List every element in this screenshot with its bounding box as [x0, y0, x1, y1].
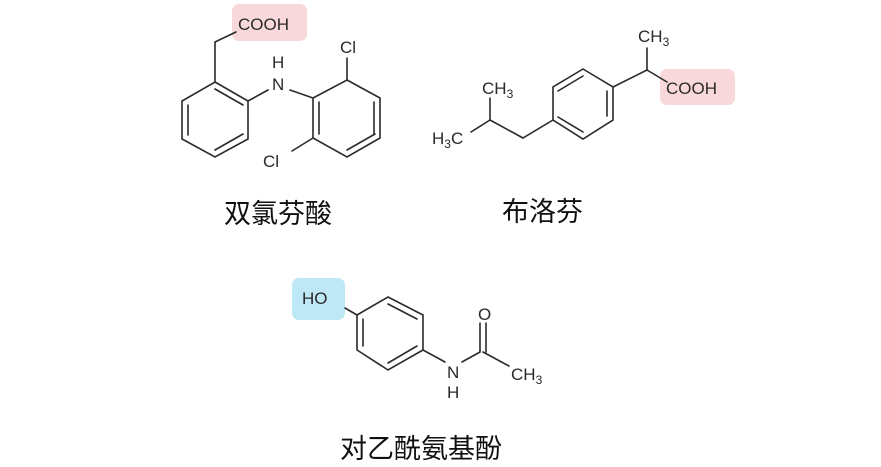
cooh-label: COOH [666, 79, 717, 98]
cl-top-label: Cl [340, 38, 356, 57]
h3c-label: H3C [432, 129, 463, 151]
cooh-highlight [232, 4, 307, 41]
cl-bottom-label: Cl [263, 152, 279, 171]
diclofenac-bonds [181, 31, 381, 158]
paracetamol-bonds [344, 296, 510, 371]
ch3-top-label: CH3 [638, 27, 670, 49]
n-label: N [447, 363, 459, 382]
paracetamol-name: 对乙酰氨基酚 [340, 434, 502, 465]
o-label: O [478, 305, 491, 324]
diclofenac-structure: COOH N H Cl Cl 双氯芬酸 [181, 4, 381, 230]
ch3-branch-label: CH3 [482, 79, 514, 101]
h-label: H [272, 53, 284, 72]
ibuprofen-name: 布洛芬 [502, 197, 583, 228]
n-label: N [272, 75, 284, 94]
diclofenac-name: 双氯芬酸 [224, 199, 332, 230]
ibuprofen-bonds [470, 47, 668, 140]
ho-label: HO [302, 289, 328, 308]
cooh-label: COOH [238, 15, 289, 34]
ibuprofen-structure: CH3 COOH CH3 H3C 布洛芬 [432, 27, 735, 228]
paracetamol-structure: HO O N H CH3 对乙酰氨基酚 [292, 278, 543, 465]
h-label: H [447, 383, 459, 402]
ch3-label: CH3 [511, 365, 543, 387]
hydroxyl-highlight [292, 278, 345, 320]
cooh-highlight [660, 69, 735, 105]
